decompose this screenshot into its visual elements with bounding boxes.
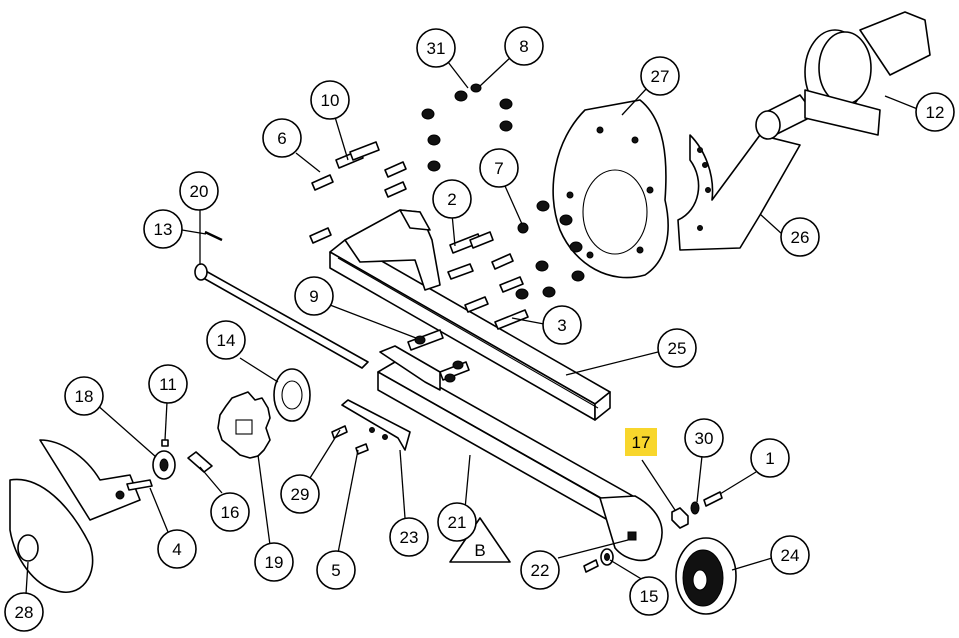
bolt-part [703,491,723,507]
callout-2: 2 [432,179,472,219]
callout-label: 27 [651,67,670,86]
callout-17-highlighted: 17 [625,428,657,456]
callout-label: 16 [221,503,240,522]
callout-28: 28 [4,592,44,632]
collar-part [152,450,176,480]
callout-14: 14 [206,320,246,360]
callout-label: 20 [190,182,209,201]
callout-25: 25 [657,328,697,368]
callout-24: 24 [770,535,810,575]
callout-21: 21 [437,502,477,542]
angle-bracket-part [677,134,801,251]
spacer-block-part [671,507,689,529]
square-tube-part [329,239,611,421]
callout-label: 15 [640,587,659,606]
callout-label: 7 [494,159,503,178]
callout-8: 8 [504,26,544,66]
callout-label: 22 [531,561,550,580]
callout-label: 30 [695,429,714,448]
callout-label: 13 [154,220,173,239]
highlight-box [625,428,657,456]
callout-16: 16 [210,492,250,532]
callout-27: 27 [640,56,680,96]
callout-4: 4 [157,529,197,569]
callout-22: 22 [520,550,560,590]
callout-label: 12 [926,103,945,122]
short-pin-part [187,451,213,473]
callout-18: 18 [64,376,104,416]
callout-13: 13 [143,209,183,249]
channel-arm-part [377,345,663,562]
small-pin-part [204,230,223,242]
auger-disc-part [9,439,141,593]
callout-label: 19 [265,553,284,572]
callout-label: 23 [400,528,419,547]
callout-15: 15 [629,576,669,616]
callout-label: 21 [448,513,467,532]
view-marker-label: B [474,541,485,560]
long-rod-part [194,263,369,369]
callout-label: 14 [217,331,236,350]
callout-label: 4 [172,540,181,559]
callout-10: 10 [310,80,350,120]
round-plate-part [552,99,669,279]
sprocket-icon [217,391,271,459]
callout-label: 6 [277,129,286,148]
callout-12: 12 [915,92,955,132]
callout-label: 9 [309,287,318,306]
callout-11: 11 [148,364,188,404]
callout-5: 5 [316,550,356,590]
callout-7: 7 [479,148,519,188]
callout-9: 9 [294,276,334,316]
callout-23: 23 [389,517,429,557]
callout-label: 3 [557,316,566,335]
callout-30: 30 [684,418,724,458]
callout-3: 3 [542,305,582,345]
callout-label: 1 [765,449,774,468]
callout-6: 6 [262,118,302,158]
washer-part [690,501,700,515]
short-bolt-part [583,559,599,573]
callout-20: 20 [179,171,219,211]
leader-lines [25,55,921,595]
callout-label: 10 [321,91,340,110]
callout-label: 8 [519,37,528,56]
callout-1: 1 [750,438,790,478]
callout-label: 17 [632,433,651,452]
nut-cluster [414,83,585,383]
upper-mount-plate [344,209,441,291]
callout-label: 31 [427,39,446,58]
callout-26: 26 [780,217,820,257]
callout-label: 5 [331,561,340,580]
callout-label: 2 [447,190,456,209]
callout-label: 26 [791,228,810,247]
callout-label: 11 [159,375,177,394]
thin-bracket-part [341,399,411,451]
callout-19: 19 [254,542,294,582]
callout-label: 25 [668,339,687,358]
callout-31: 31 [416,28,456,68]
gearbox-hub-part [755,11,931,140]
callout-label: 29 [291,485,310,504]
callout-label: 18 [75,387,94,406]
wheel-part [675,537,737,615]
pulley-part [273,368,311,422]
callout-label: 28 [15,603,34,622]
callout-29: 29 [280,474,320,514]
small-washer-part [600,548,614,566]
callout-label: 24 [781,546,800,565]
